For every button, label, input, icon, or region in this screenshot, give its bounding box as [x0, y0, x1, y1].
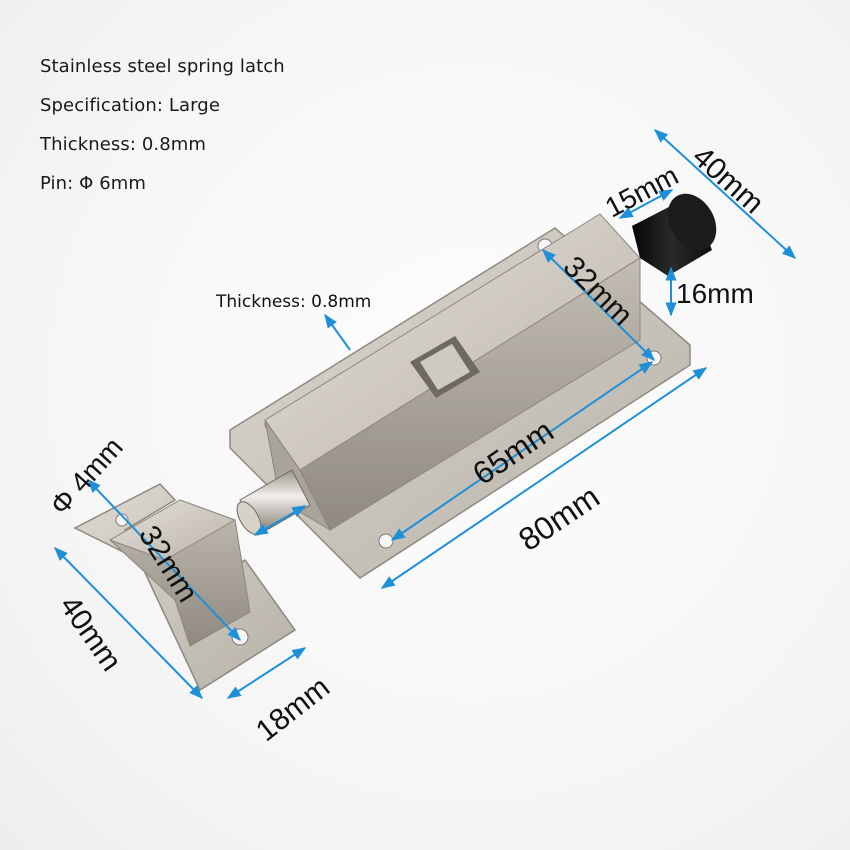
dim-line-keeper-depth: [226, 647, 307, 699]
dim-line-knob-length: [618, 189, 674, 219]
dimension-lines: [54, 129, 797, 699]
dim-line-pin-diameter: [253, 505, 307, 536]
spec-pin: Pin: Φ 6mm: [40, 173, 147, 194]
spec-product-name: Stainless steel spring latch: [40, 56, 285, 77]
dim-line-body-hole-spacing: [542, 249, 655, 361]
dim-label-knob-height: 16mm: [676, 278, 754, 309]
spec-size: Specification: Large: [40, 95, 220, 116]
spec-thickness: Thickness: 0.8mm: [40, 134, 207, 155]
dim-line-body-width: [653, 129, 797, 259]
dim-line-keeper-width: [54, 547, 203, 699]
dim-line-thickness-callout: [324, 313, 351, 351]
dim-line-total-length: [380, 367, 708, 589]
thickness-callout-label: Thickness: 0.8mm: [216, 292, 372, 312]
